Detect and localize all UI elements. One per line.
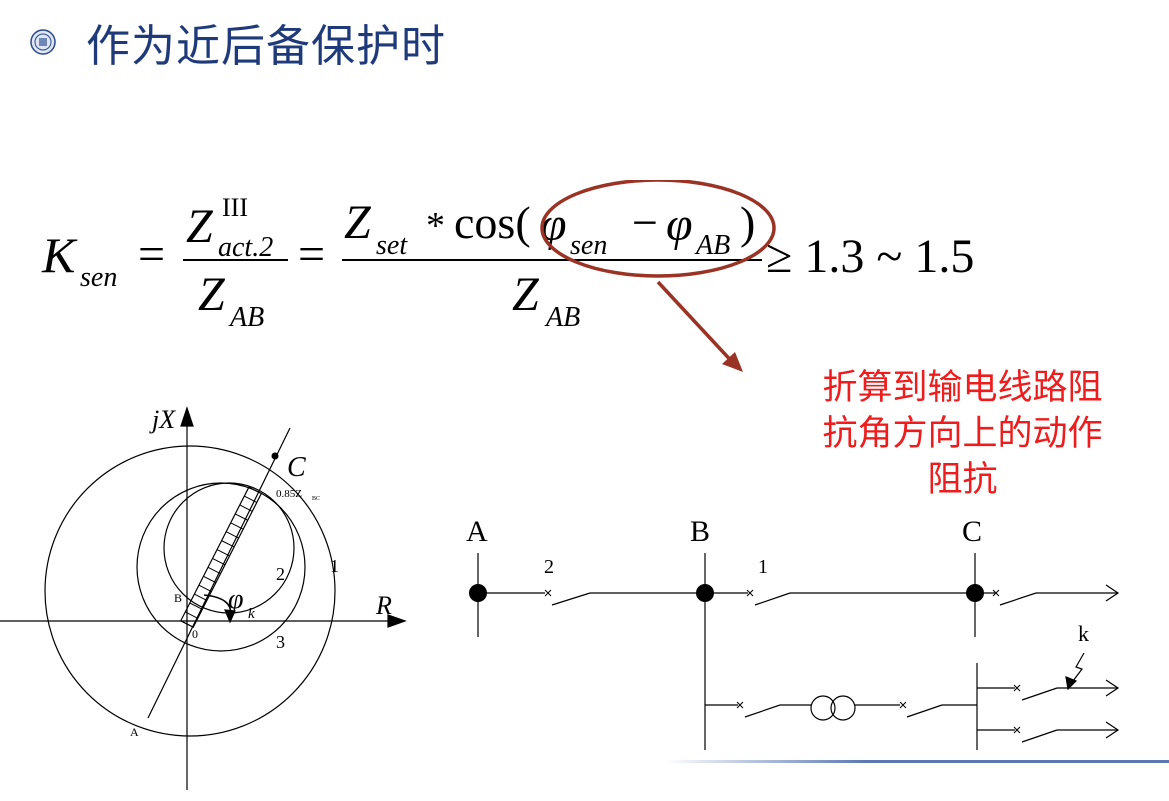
minus-sign: − xyxy=(632,197,658,248)
breaker-mark-c xyxy=(992,589,1000,597)
hatched-impedance-bar xyxy=(179,486,263,628)
slide-title: 作为近后备保护时 xyxy=(86,21,446,72)
bottom-rule xyxy=(665,760,1169,763)
angle-arc-arrow xyxy=(224,609,236,624)
z-act-subscript: act.2 xyxy=(218,232,273,263)
k-subscript: sen xyxy=(80,262,117,293)
cos-function: cos( xyxy=(454,197,531,248)
breaker-mark-1 xyxy=(746,589,754,597)
university-seal-icon xyxy=(30,29,56,55)
angle-symbol: φ xyxy=(228,584,244,615)
transformer-winding-2 xyxy=(830,695,856,721)
sensitivity-formula: K sen = Z III act.2 Z AB = Z set * cos( … xyxy=(41,180,974,333)
y-axis-label: jX xyxy=(149,405,176,434)
reach-label: 0.85Z xyxy=(276,488,302,500)
circle-1-label: 1 xyxy=(330,556,339,576)
sensitivity-range: ≥ 1.3 ~ 1.5 xyxy=(766,230,974,283)
network-diagram: A B C 2 1 k xyxy=(466,515,1120,750)
z-ab-symbol-2: Z xyxy=(512,268,540,321)
bus-b-node xyxy=(696,584,714,602)
z-act-superscript: III xyxy=(222,193,248,222)
circle-1-large xyxy=(44,445,336,737)
fault-label: k xyxy=(1078,621,1089,646)
breaker-mark-t2 xyxy=(899,701,907,709)
breaker-2-label: 2 xyxy=(544,556,554,578)
z-set-symbol: Z xyxy=(344,196,372,249)
breaker-mark-f2 xyxy=(1013,726,1021,734)
highlight-ellipse xyxy=(540,180,776,278)
angle-subscript: k xyxy=(248,606,255,622)
point-c-label: C xyxy=(287,452,306,483)
circle-3-label: 3 xyxy=(276,632,285,652)
x-axis-label: R xyxy=(375,591,392,620)
origin-label: 0 xyxy=(192,627,198,641)
breaker-1-label: 1 xyxy=(758,556,768,578)
point-b-label: B xyxy=(174,591,182,605)
z-ab-symbol-1: Z xyxy=(198,268,226,321)
breaker-mark-t1 xyxy=(736,701,744,709)
bus-a-node xyxy=(469,584,487,602)
phi-sen-subscript: sen xyxy=(570,230,607,261)
bus-b-label: B xyxy=(690,515,710,548)
equals-sign-2: = xyxy=(298,228,325,281)
circle-2-label: 2 xyxy=(276,564,285,584)
z-ab-subscript-1: AB xyxy=(228,302,264,333)
breaker-mark-2 xyxy=(544,589,552,597)
times-sign: * xyxy=(426,205,445,247)
title-bar: 作为近后备保护时 xyxy=(30,12,446,72)
reach-subscript: BC xyxy=(312,496,320,502)
bus-a-label: A xyxy=(466,515,488,548)
note-line-2: 抗角方向上的动作 xyxy=(822,414,1103,454)
k-symbol: K xyxy=(41,227,78,283)
point-c-dot xyxy=(271,452,279,460)
point-a-label: A xyxy=(130,725,139,739)
z-act-symbol: Z xyxy=(186,200,214,253)
breaker-mark-f1 xyxy=(1013,684,1021,692)
bus-c-node xyxy=(966,584,984,602)
note-line-3: 阻抗 xyxy=(927,460,998,500)
circle-3 xyxy=(136,482,306,652)
y-axis-arrow xyxy=(180,406,194,427)
phi-ab-subscript: AB xyxy=(694,230,730,261)
impedance-plane-diagram: jX R C 0.85Z BC 1 2 3 B 0 A φ k xyxy=(0,405,407,790)
phi-ab-symbol: φ xyxy=(666,198,693,251)
note-line-1: 折算到输电线路阻 xyxy=(822,368,1103,408)
equals-sign-1: = xyxy=(138,228,165,281)
x-axis-arrow xyxy=(387,614,407,628)
annotation-note: 折算到输电线路阻 抗角方向上的动作 阻抗 xyxy=(790,365,1135,503)
bus-c-label: C xyxy=(962,515,982,548)
z-ab-subscript-2: AB xyxy=(544,302,580,333)
close-paren: ) xyxy=(740,197,755,248)
z-set-subscript: set xyxy=(376,230,408,261)
fault-lightning-icon xyxy=(1069,652,1085,686)
transformer-winding-1 xyxy=(810,695,836,721)
